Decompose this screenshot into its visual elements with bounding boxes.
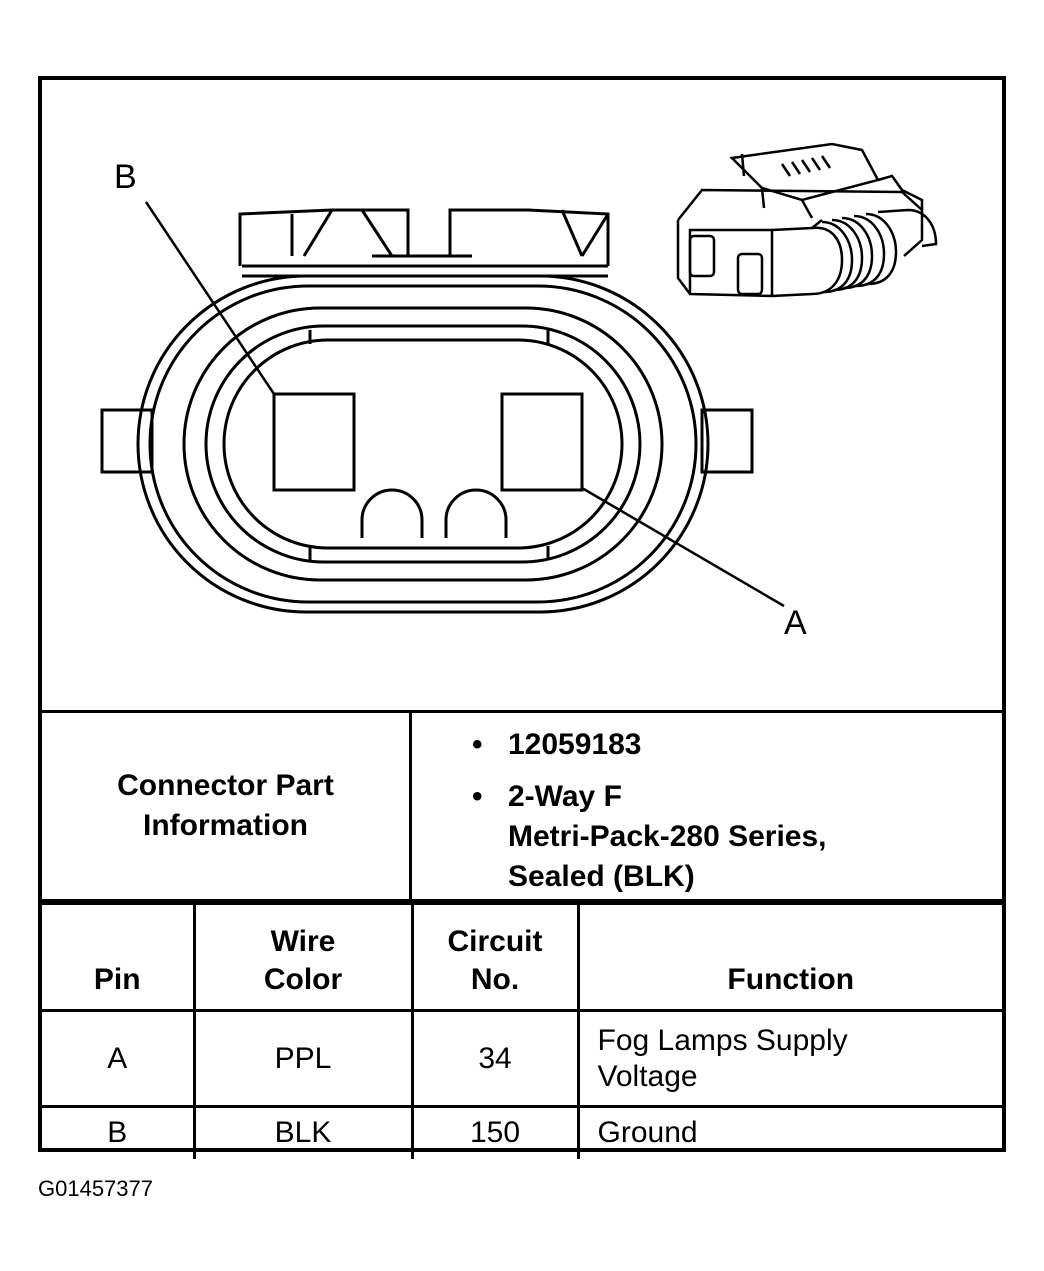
function-cell: Fog Lamps Supply Voltage	[576, 1009, 1002, 1108]
header-function: Function	[576, 902, 1002, 1012]
pin-cell: B	[42, 1105, 196, 1159]
table-row: A PPL 34 Fog Lamps Supply Voltage	[42, 1009, 1002, 1108]
housing-outer	[136, 274, 710, 614]
pin-cell: A	[42, 1009, 196, 1108]
key-bump-left	[360, 488, 424, 538]
leader-line-a	[581, 486, 785, 608]
wire-color-cell: PPL	[192, 1009, 414, 1108]
leader-line-b	[144, 201, 276, 395]
side-ear-right	[700, 408, 754, 474]
connector-description: 2-Way F Metri-Pack-280 Series, Sealed (B…	[508, 780, 827, 893]
bullet-icon: •	[472, 728, 483, 761]
locking-tab-left	[238, 208, 410, 266]
connector-part-info-label-cell: Connector Part Information	[42, 713, 412, 899]
housing-inner	[182, 306, 664, 582]
connector-part-info-label: Connector Part Information	[117, 769, 334, 842]
connector-part-info-values-cell: • 12059183 • 2-Way F Metri-Pack-280 Seri…	[412, 713, 1002, 899]
terminal-cavity-a	[500, 392, 584, 492]
locking-tab-right	[448, 208, 610, 266]
pin-table-header-row: Pin Wire Color Circuit No. Function	[42, 902, 1002, 1012]
terminal-cavity-b	[272, 392, 356, 492]
bullet-icon: •	[472, 780, 483, 813]
connector-face-svg	[100, 142, 938, 614]
function-cell: Ground	[576, 1105, 1002, 1159]
key-bump-right	[444, 488, 508, 538]
header-circuit-no: Circuit No.	[410, 902, 580, 1012]
pin-b-callout-label: B	[114, 158, 137, 196]
header-wire-color: Wire Color	[192, 902, 414, 1012]
circuit-no-cell: 150	[410, 1105, 580, 1159]
table-row: B BLK 150 Ground	[42, 1105, 1002, 1159]
part-number: 12059183	[508, 728, 642, 761]
connector-figure-frame: B A Connector Part Information • 1205918…	[38, 76, 1006, 1159]
figure-id: G01457377	[38, 1176, 153, 1201]
connector-part-info-row: Connector Part Information • 12059183 • …	[42, 710, 1002, 902]
side-ear-left	[100, 408, 154, 474]
header-pin: Pin	[42, 902, 196, 1012]
wire-color-cell: BLK	[192, 1105, 414, 1159]
seal-ring	[222, 338, 624, 550]
circuit-no-cell: 34	[410, 1009, 580, 1108]
pin-a-callout-label: A	[784, 604, 807, 642]
connector-isometric-view	[676, 142, 938, 298]
pin-table: Pin Wire Color Circuit No. Function A PP…	[42, 902, 1002, 1159]
connector-face-drawing: B A	[42, 80, 1002, 710]
